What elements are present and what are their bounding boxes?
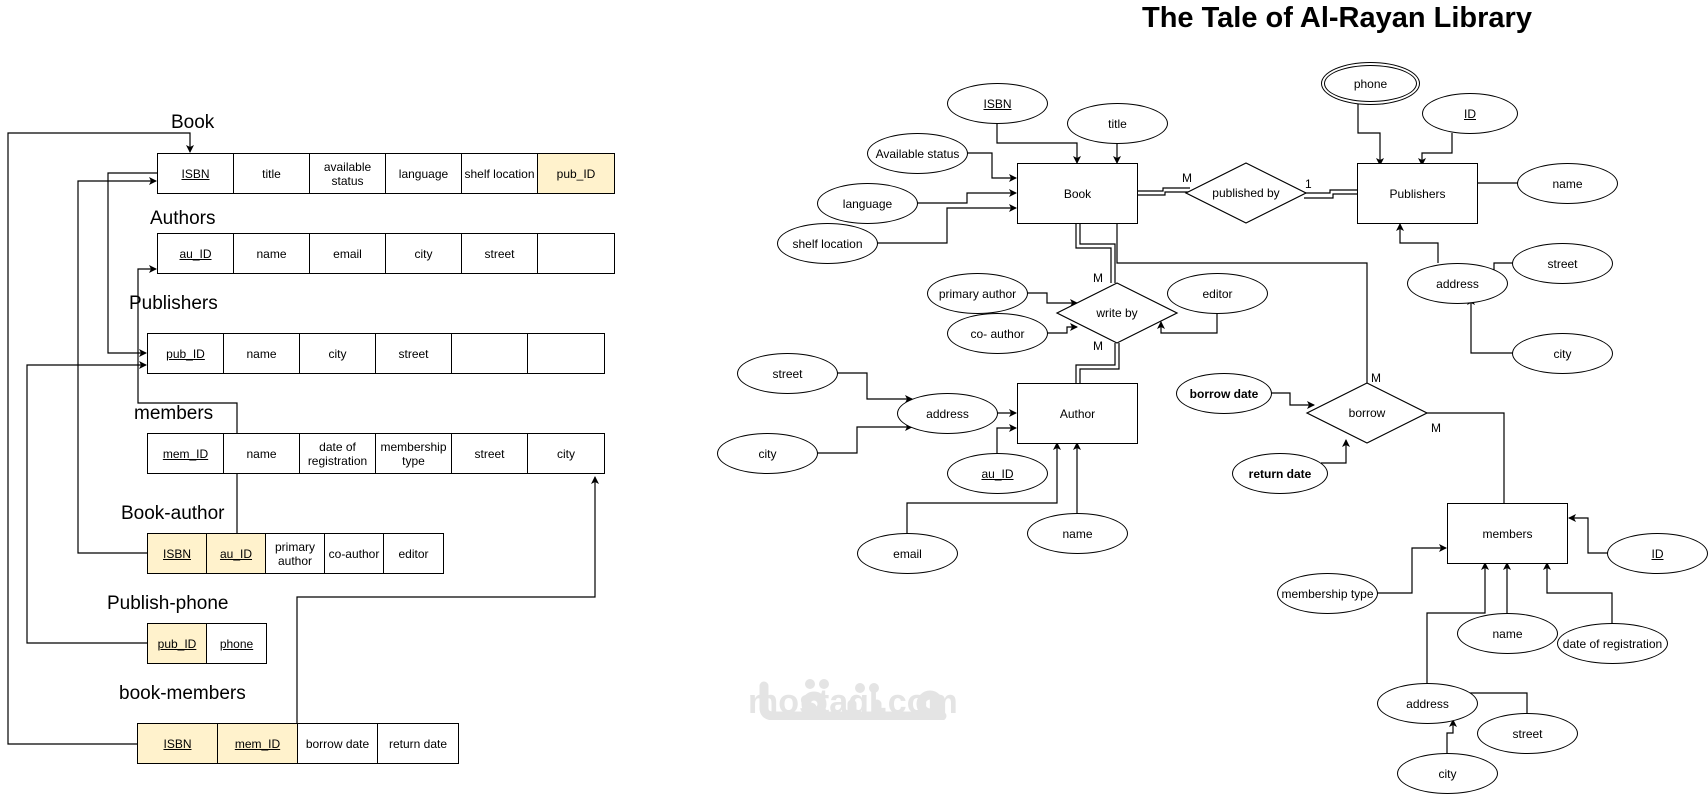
attribute-author-city: city [717, 433, 818, 474]
table-label-book-author: Book-author [121, 503, 225, 524]
table-cell: name [224, 334, 300, 373]
attribute-title: title [1067, 103, 1168, 144]
entity-publishers: Publishers [1357, 163, 1478, 224]
table-label-book: Book [171, 112, 215, 133]
table-cell: au_ID [158, 234, 234, 273]
attribute-member-address: address [1377, 683, 1478, 724]
table-cell: ISBN [148, 534, 207, 573]
entity-members: members [1447, 503, 1568, 564]
table-label-publishers: Publishers [129, 293, 218, 314]
table-cell [538, 234, 614, 273]
relationship-write-by: write by [1096, 306, 1138, 320]
table-cell: date of registration [300, 434, 376, 473]
table-cell: available status [310, 154, 386, 193]
table-cell: mem_ID [218, 724, 298, 763]
table-publish-phone: pub_ID phone [147, 623, 267, 664]
watermark-text: mostaql.com [748, 683, 958, 721]
table-cell: mem_ID [148, 434, 224, 473]
cardinality-label: M [1093, 271, 1103, 285]
table-cell: return date [388, 736, 448, 751]
attribute-return-date: return date [1232, 453, 1328, 494]
cardinality-label: M [1371, 371, 1381, 385]
table-cell: name [224, 434, 300, 473]
table-cell: street [376, 334, 452, 373]
table-cell: editor [398, 546, 429, 561]
table-cell: borrow date [298, 724, 378, 763]
attribute-publisher-id: ID [1422, 93, 1518, 134]
attribute-isbn: ISBN [947, 83, 1048, 124]
table-label-members: members [134, 403, 214, 424]
attribute-author-email: email [857, 533, 958, 574]
attribute-publisher-name: name [1517, 163, 1618, 204]
table-cell: pub_ID [148, 334, 224, 373]
entity-author: Author [1017, 383, 1138, 444]
attribute-available-status: Available status [867, 133, 968, 174]
table-label-publish-phone: Publish-phone [107, 593, 229, 614]
table-cell: shelf location [462, 154, 538, 193]
attribute-author-name: name [1027, 513, 1128, 554]
table-cell: co-author [325, 534, 384, 573]
table-cell: pub_ID [538, 154, 614, 193]
table-cell: primary author [266, 534, 325, 573]
table-cell: au_ID [207, 534, 266, 573]
attribute-borrow-date: borrow date [1176, 373, 1272, 414]
relationship-borrow: borrow [1348, 406, 1386, 420]
watermark-logo-icon [759, 679, 947, 720]
attribute-co-author: co- author [947, 313, 1048, 354]
relationship-published-by: published by [1212, 186, 1280, 200]
attribute-shelf-location: shelf location [777, 223, 878, 264]
table-publishers: pub_ID name city street [147, 333, 605, 374]
table-cell: city [557, 446, 575, 461]
table-label-book-members: book-members [119, 683, 246, 704]
table-cell: name [234, 234, 310, 273]
table-cell: phone [219, 636, 254, 651]
table-members: mem_ID name date of registration members… [147, 433, 605, 474]
attribute-member-id: ID [1607, 533, 1708, 574]
attribute-membership-type: membership type [1277, 573, 1378, 614]
attribute-publisher-street: street [1512, 243, 1613, 284]
attribute-author-address: address [897, 393, 998, 434]
table-cell: ISBN [158, 154, 234, 193]
diagram-title: The Tale of Al-Rayan Library [1142, 2, 1532, 34]
cardinality-label: 1 [1305, 177, 1312, 191]
table-cell: pub_ID [148, 624, 207, 663]
attribute-publisher-address: address [1407, 263, 1508, 304]
entity-book: Book [1017, 163, 1138, 224]
table-cell: city [300, 334, 376, 373]
attribute-publisher-city: city [1512, 333, 1613, 374]
table-cell: email [310, 234, 386, 273]
table-cell: street [452, 434, 528, 473]
table-cell: street [462, 234, 538, 273]
table-book-members: ISBN mem_ID borrow date return date [137, 723, 459, 764]
attribute-member-name: name [1457, 613, 1558, 654]
table-cell: city [386, 234, 462, 273]
table-cell: language [386, 154, 462, 193]
cardinality-label: M [1093, 339, 1103, 353]
attribute-au-id: au_ID [947, 453, 1048, 494]
attribute-member-city: city [1397, 753, 1498, 794]
table-cell [528, 334, 604, 373]
table-cell [452, 334, 528, 373]
table-authors: au_ID name email city street [157, 233, 615, 274]
table-cell: ISBN [138, 724, 218, 763]
table-book: ISBN title available status language she… [157, 153, 615, 194]
table-book-author: ISBN au_ID primary author co-author edit… [147, 533, 444, 574]
attribute-member-street: street [1477, 713, 1578, 754]
cardinality-label: M [1182, 171, 1192, 185]
table-cell: title [234, 154, 310, 193]
attribute-language: language [817, 183, 918, 224]
attribute-primary-author: primary author [927, 273, 1028, 314]
attribute-editor: editor [1167, 273, 1268, 314]
table-label-authors: Authors [150, 208, 216, 229]
cardinality-label: M [1431, 421, 1441, 435]
attribute-author-street: street [737, 353, 838, 394]
table-cell: membership type [376, 434, 452, 473]
attribute-phone-multivalued: phone [1324, 65, 1417, 102]
attribute-date-of-registration: date of registration [1557, 623, 1668, 664]
